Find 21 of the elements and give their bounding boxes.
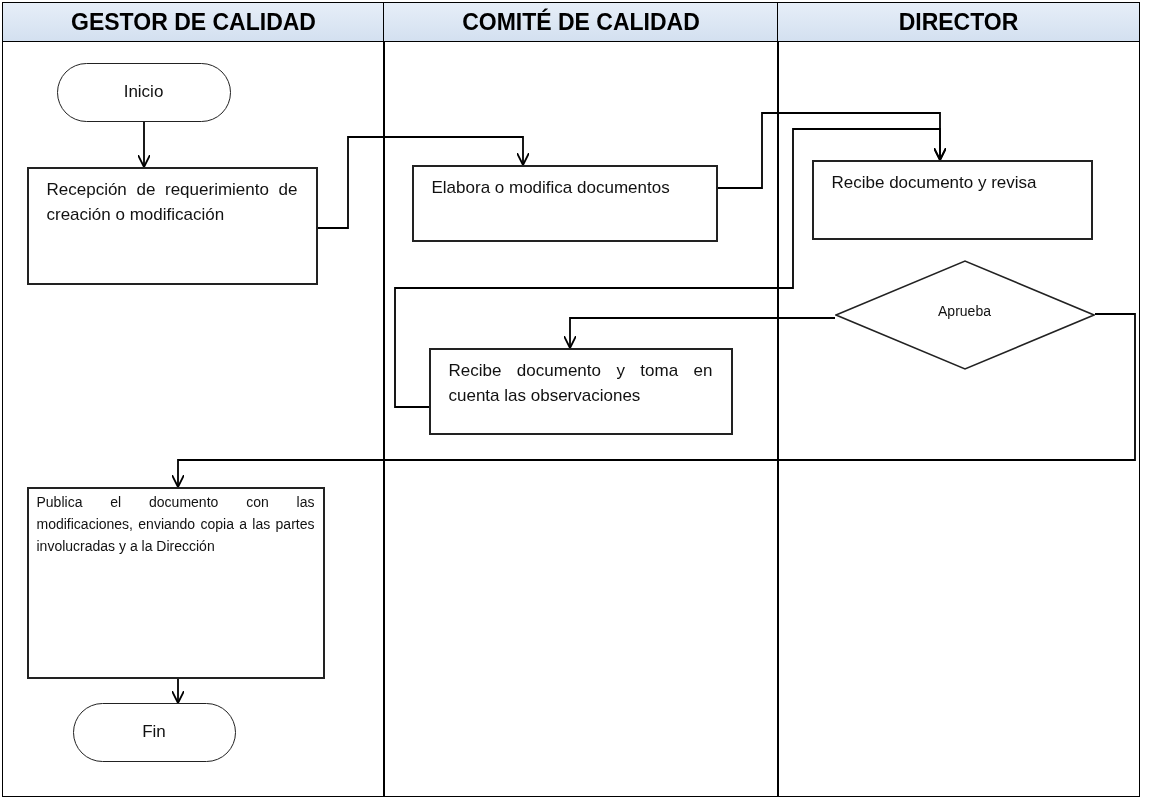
process-box: Publica el documento con las modificaciones, enviando copia a las partes involucradas y a la Dirección (26, 486, 325, 679)
process-box: Recibe documento y revisa (811, 159, 1093, 240)
lane-header: COMITÉ DE CALIDAD (384, 3, 778, 42)
connector-arrow (137, 121, 151, 168)
swimlane (383, 2, 779, 797)
swimlane (777, 2, 1140, 797)
connector-arrow (317, 136, 530, 229)
terminator-label: Fin (142, 722, 166, 742)
process-box: Recibe documento y toma en cuenta las observaciones (428, 347, 733, 435)
connector-arrow (171, 313, 1136, 488)
lane-header: GESTOR DE CALIDAD (3, 3, 384, 42)
swimlane (2, 2, 385, 797)
lane-header: DIRECTOR (778, 3, 1139, 42)
connector-arrow (171, 678, 185, 704)
process-box: Recepción de requerimiento de creación o modificación (26, 166, 318, 285)
decision-label: Aprueba (938, 302, 991, 319)
terminator-label: Inicio (123, 82, 164, 102)
connector-arrow (394, 128, 947, 408)
process-box: Elabora o modifica documentos (411, 164, 718, 242)
connector-arrow (563, 317, 836, 349)
decision-diamond (834, 259, 1095, 370)
